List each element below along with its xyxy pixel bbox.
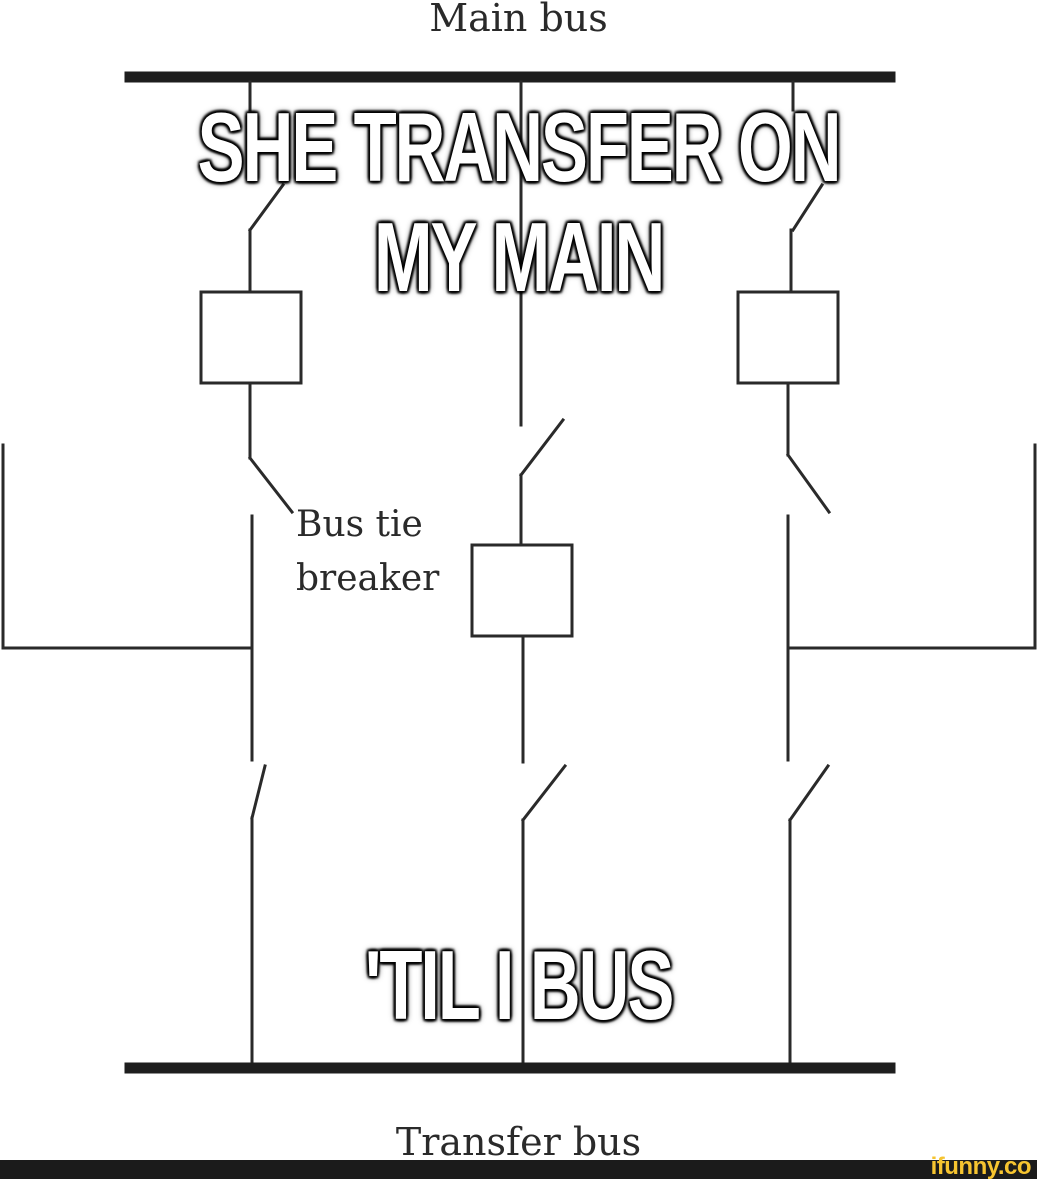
right-bottom-switch-blade bbox=[787, 763, 831, 823]
meme-top-caption: SHE TRANSFER ON MY MAIN bbox=[197, 92, 842, 312]
main-bus-label: Main bus bbox=[429, 0, 608, 40]
watermark-footer-bar: ifunny.co bbox=[0, 1155, 1037, 1179]
center-tie-switch-blade bbox=[518, 417, 566, 478]
tie-label-line1: Bus tie bbox=[296, 504, 423, 545]
meme-bottom-caption: 'TIL I BUS bbox=[364, 930, 675, 1040]
right-mid-switch-blade bbox=[785, 452, 832, 515]
tie-label-line2: breaker bbox=[296, 558, 440, 599]
transfer-bus-label: Transfer bus bbox=[395, 1120, 642, 1164]
ifunny-watermark: ifunny.co bbox=[930, 1153, 1032, 1180]
left-top-switch-blade bbox=[247, 182, 286, 233]
right-top-switch-blade bbox=[790, 182, 825, 233]
left-mid-switch-blade bbox=[247, 455, 295, 515]
center-bottom-switch-blade bbox=[520, 763, 568, 823]
bus-tie-breaker-label: Bus tie breaker bbox=[296, 498, 439, 606]
bus-tie-breaker-box bbox=[470, 543, 574, 638]
